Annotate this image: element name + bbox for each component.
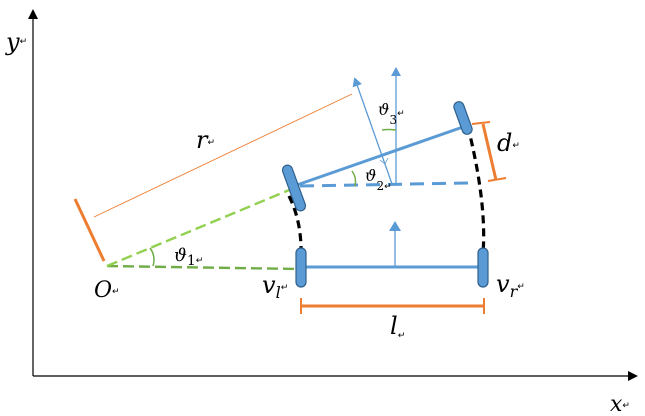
theta1-arc (149, 247, 155, 267)
theta2-arc (351, 170, 357, 187)
radius-tick (73, 198, 106, 262)
rotated-axle (293, 125, 464, 188)
dimension-d-line (481, 123, 498, 181)
left-wheel (295, 247, 307, 288)
origin-label: O↵ (94, 278, 120, 303)
wheel-diameter-label: d↵ (497, 129, 520, 157)
dimension-d-top-cap (471, 121, 491, 125)
radius-line (93, 93, 353, 218)
right-wheel-velocity-label: vr↵ (496, 270, 525, 301)
theta3-label: ϑ3↵ (378, 100, 405, 127)
y-axis-label: y↵ (5, 28, 27, 56)
radius-to-left-wheel-line (106, 264, 301, 271)
axle-length-label: l↵ (390, 312, 405, 341)
x-axis-label: x↵ (610, 392, 630, 416)
theta3-arc (381, 128, 397, 131)
rotated-reference-dashed (299, 181, 471, 188)
right-angle-mark (379, 157, 389, 165)
left-wheel-velocity-label: vl↵ (262, 271, 288, 302)
radius-to-rotated-left-wheel-line (106, 186, 295, 268)
theta1-label: ϑ1↵ (174, 245, 203, 269)
rotated-left-wheel (281, 164, 307, 212)
tilted-heading-arrow (352, 77, 393, 185)
dimension-d-bottom-cap (487, 177, 507, 182)
theta2-label: ϑ2↵ (365, 166, 392, 193)
radius-label: r↵ (196, 126, 215, 154)
rotated-right-wheel (453, 101, 473, 135)
right-wheel (477, 247, 489, 288)
